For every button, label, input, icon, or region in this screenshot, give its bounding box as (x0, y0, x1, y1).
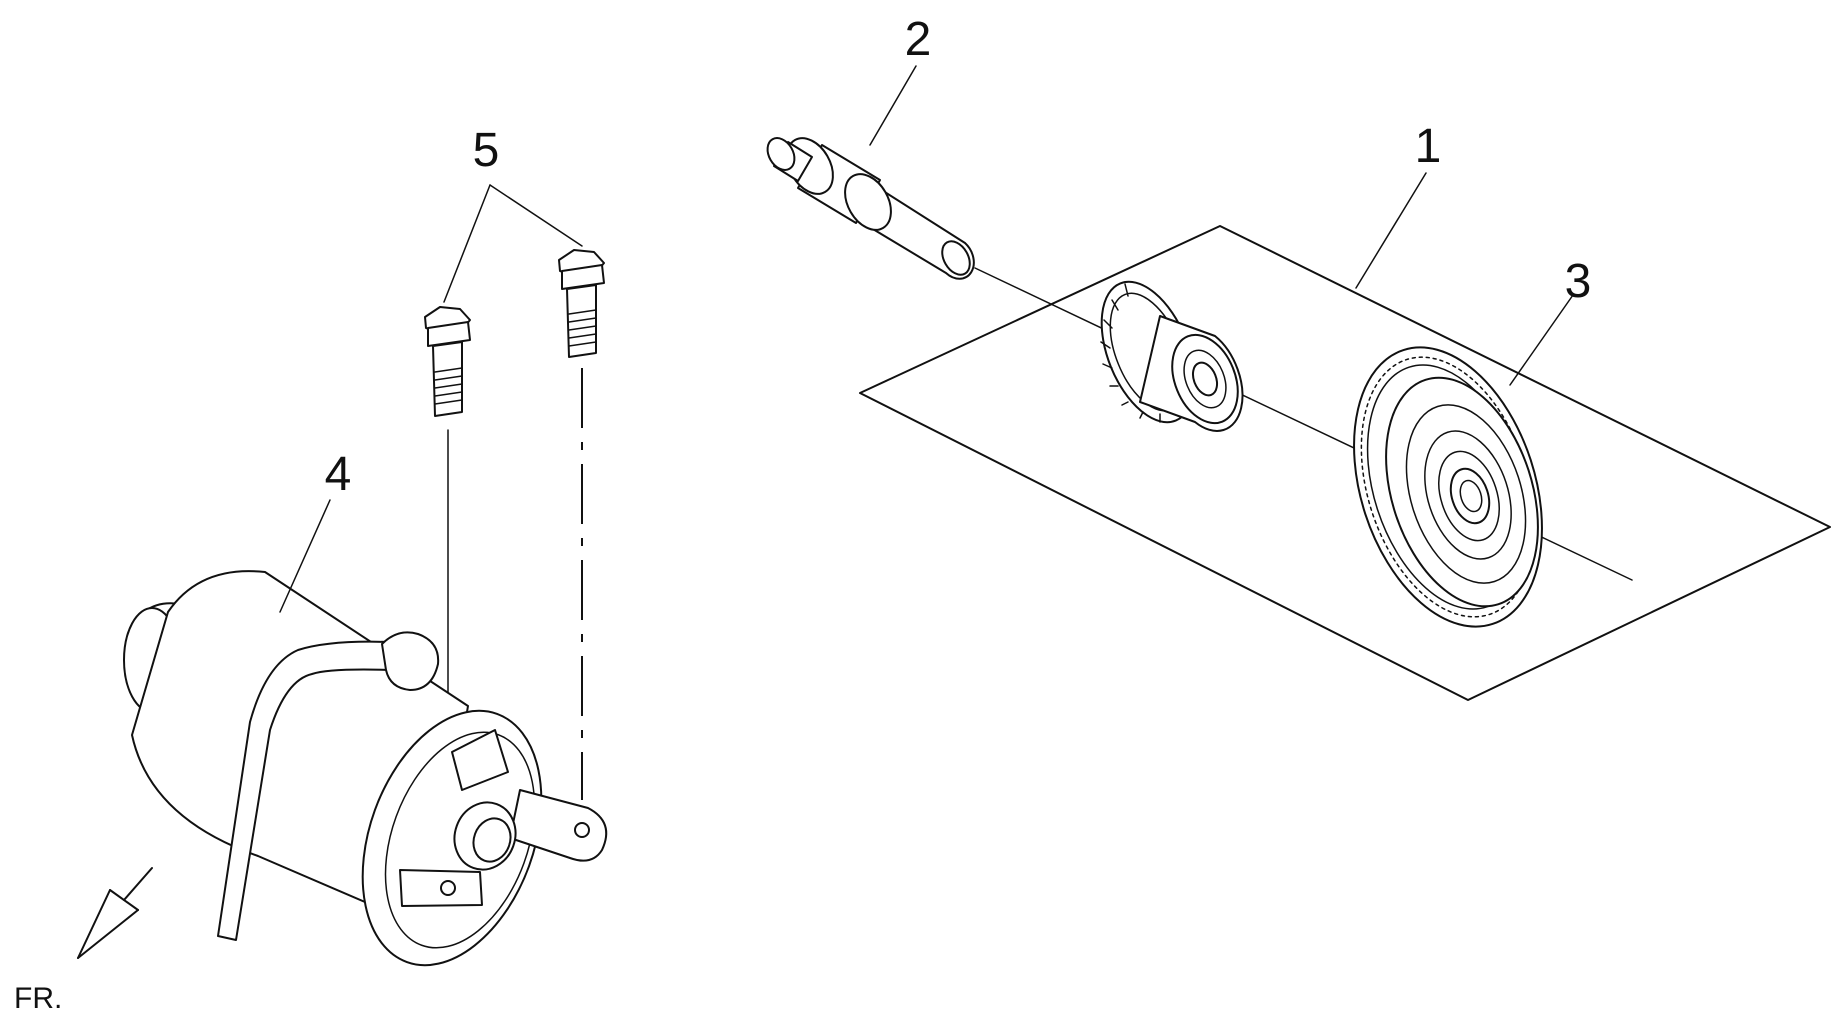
shaft-pin (766, 137, 975, 280)
leader-lines (279, 65, 1574, 613)
callout-label-1: 1 (1415, 120, 1442, 173)
bolt-left (424, 306, 471, 417)
direction-label: FR. (14, 982, 62, 1015)
callout-label-5: 5 (473, 124, 500, 177)
large-gear (1353, 346, 1543, 628)
assembly-plane (859, 225, 1831, 701)
starter-motor (123, 570, 608, 967)
front-direction-arrow (77, 867, 153, 959)
callout-label-4: 4 (325, 448, 352, 501)
bolt-right (558, 249, 605, 358)
callout-label-3: 3 (1565, 255, 1592, 308)
callout-label-2: 2 (905, 13, 932, 66)
small-idle-gear (1100, 280, 1244, 432)
